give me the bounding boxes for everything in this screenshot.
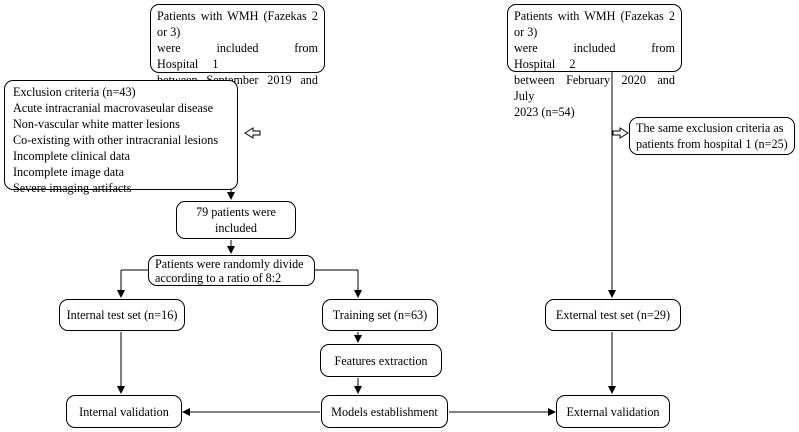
hospital1-line2: were included from Hospital 1 xyxy=(157,41,318,71)
included-box: 79 patients were included xyxy=(176,201,296,239)
exclusion-item: Acute intracranial macrovaseular disease xyxy=(13,101,213,115)
external-test-set-box: External test set (n=29) xyxy=(545,299,681,331)
hospital1-box: Patients with WMH (Fazekas 2 or 3) were … xyxy=(150,4,325,119)
internal-validation-box: Internal validation xyxy=(66,395,182,428)
hospital2-line2: were included from Hospital 2 xyxy=(514,41,675,71)
exclusion-item: Incomplete clinical data xyxy=(13,149,131,163)
exclusion-box: Exclusion criteria (n=43) Acute intracra… xyxy=(4,80,238,195)
exclusion-item: Incomplete image data xyxy=(13,165,124,179)
exclusion-item: Severe imaging artifacts xyxy=(13,181,132,195)
hospital2-box: Patients with WMH (Fazekas 2 or 3) were … xyxy=(507,4,682,119)
exclusion-item: Co-existing with other intracranial lesi… xyxy=(13,133,219,147)
hollow-arrow-right xyxy=(612,127,629,139)
hospital2-line3: between February 2020 and July xyxy=(514,73,675,103)
external-validation-box: External validation xyxy=(556,395,670,428)
models-establishment-box: Models establishment xyxy=(321,395,448,428)
hospital2-line4: 2023 (n=54) xyxy=(514,105,575,119)
hospital1-line1: Patients with WMH (Fazekas 2 or 3) xyxy=(157,9,318,39)
hospital2-line1: Patients with WMH (Fazekas 2 or 3) xyxy=(514,9,675,39)
features-extraction-box: Features extraction xyxy=(320,344,442,377)
exclusion2-line1: The same exclusion criteria as xyxy=(636,121,784,135)
internal-test-set-box: Internal test set (n=16) xyxy=(59,299,185,331)
training-set-box: Training set (n=63) xyxy=(322,299,438,331)
exclusion-item: Non-vascular white matter lesions xyxy=(13,117,180,131)
hollow-arrow-left xyxy=(244,127,261,139)
exclusion2-line2: patients from hospital 1 (n=25) xyxy=(636,137,788,151)
exclusion2-box: The same exclusion criteria as patients … xyxy=(629,117,795,155)
divide-box: Patients were randomly divide according … xyxy=(148,255,315,286)
divide-line1: Patients were randomly divide xyxy=(155,256,304,271)
divide-line2: according to a ratio of 8:2 xyxy=(155,270,282,285)
exclusion-title: Exclusion criteria (n=43) xyxy=(13,85,136,99)
